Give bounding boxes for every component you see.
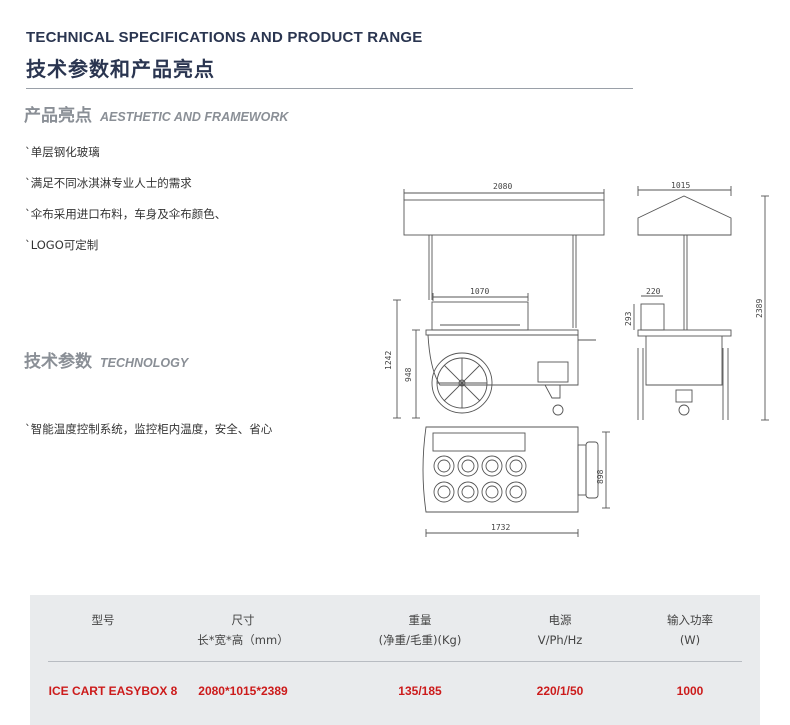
table-divider	[48, 661, 742, 662]
ice-cream-tub	[481, 455, 503, 477]
table-header-size: 尺寸 长*宽*高（mm）	[168, 610, 318, 650]
ice-cream-tub-inner	[461, 459, 475, 473]
feature-item: `LOGO可定制	[25, 238, 99, 252]
ice-cream-tub-inner	[461, 485, 475, 499]
dim-front-body-height: 948	[404, 367, 413, 382]
table-cell-size: 2080*1015*2389	[198, 684, 288, 698]
side-body	[645, 336, 723, 386]
side-counter	[637, 329, 732, 337]
showcase-glass	[431, 301, 529, 331]
ice-cream-tub-inner	[485, 459, 499, 473]
ice-cream-tub	[457, 481, 479, 503]
dim-showcase-width: 1070	[470, 287, 489, 296]
top-body	[422, 426, 579, 513]
dim-top-depth: 898	[596, 469, 605, 484]
feature-item: `智能温度控制系统，监控柜内温度，安全、省心	[25, 422, 273, 436]
page-title-cn: 技术参数和产品亮点	[26, 57, 215, 81]
section-technology-en: TECHNOLOGY	[100, 356, 189, 370]
canopy	[403, 199, 605, 236]
section-technology-cn: 技术参数	[24, 352, 92, 372]
caster-bracket	[544, 384, 561, 399]
ice-cream-tub-inner	[509, 459, 523, 473]
vent-grille	[537, 361, 569, 383]
table-cell-weight: 135/185	[398, 684, 442, 698]
table-header-line: 尺寸	[231, 613, 255, 627]
ice-cream-tub	[505, 455, 527, 477]
ice-cream-tub	[505, 481, 527, 503]
dim-top-length: 1732	[491, 523, 510, 532]
feature-item: `单层钢化玻璃	[25, 145, 100, 159]
table-header-line: 型号	[91, 613, 115, 627]
side-caster-bracket	[675, 389, 693, 403]
table-header-model: 型号	[58, 610, 148, 630]
ice-cream-tubs	[433, 455, 527, 503]
technical-drawings: 2080 1070 1242 948	[384, 181, 769, 537]
table-header-input-power: 输入功率 (W)	[640, 610, 740, 650]
cart-body	[427, 334, 579, 386]
side-view-drawing: 1015 220 293 2389	[624, 181, 769, 421]
counter-top	[425, 329, 579, 336]
dim-total-height: 2389	[755, 299, 764, 318]
section-aesthetic-en: AESTHETIC AND FRAMEWORK	[100, 110, 289, 124]
ice-cream-tub	[481, 481, 503, 503]
wheel-spoke	[443, 364, 481, 402]
side-canopy	[637, 195, 732, 236]
section-aesthetic-heading: 产品亮点 AESTHETIC AND FRAMEWORK	[24, 101, 288, 126]
table-header-line: (净重/毛重)(Kg)	[378, 633, 462, 647]
ice-cream-tub-inner	[509, 485, 523, 499]
table-header-line: 长*宽*高（mm）	[197, 633, 289, 647]
table-header-line: 电源	[548, 613, 572, 627]
top-handle	[585, 441, 599, 499]
table-cell-model: ICE CART EASYBOX 8	[48, 684, 178, 698]
front-view-drawing: 2080 1070 1242 948	[384, 182, 605, 419]
dim-front-total-height: 1242	[384, 351, 393, 370]
table-header-line: V/Ph/Hz	[537, 633, 583, 647]
side-caster-wheel	[678, 404, 690, 416]
dim-front-width: 2080	[493, 182, 512, 191]
table-header-weight: 重量 (净重/毛重)(Kg)	[355, 610, 485, 650]
page-title-en: TECHNICAL SPECIFICATIONS AND PRODUCT RAN…	[26, 29, 423, 46]
ice-cream-tub	[433, 481, 455, 503]
dim-side-width: 1015	[671, 181, 690, 190]
top-view-drawing: 898 1732	[422, 426, 610, 537]
caster-wheel	[552, 404, 564, 416]
table-header-line: 重量	[408, 613, 432, 627]
table-header-line: (W)	[679, 633, 701, 647]
cart-wheel	[431, 352, 493, 414]
table-header-power-supply: 电源 V/Ph/Hz	[505, 610, 615, 650]
ice-cream-tub	[433, 455, 455, 477]
spec-table: 型号 尺寸 长*宽*高（mm） 重量 (净重/毛重)(Kg) 电源 V/Ph/H…	[30, 595, 760, 725]
table-header-line: 输入功率	[667, 613, 713, 627]
top-showcase	[432, 432, 526, 452]
table-cell-input-power: 1000	[676, 684, 704, 698]
dim-side-showcase-width: 220	[646, 287, 661, 296]
ice-cream-tub-inner	[485, 485, 499, 499]
section-aesthetic-cn: 产品亮点	[24, 106, 92, 126]
side-showcase	[640, 303, 665, 331]
ice-cream-tub-inner	[437, 459, 451, 473]
ice-cream-tub-inner	[437, 485, 451, 499]
ice-cream-tub	[457, 455, 479, 477]
feature-item: `伞布采用进口布料，车身及伞布颜色、	[25, 207, 227, 221]
feature-item: `满足不同冰淇淋专业人士的需求	[25, 176, 192, 190]
title-divider	[26, 88, 633, 89]
section-technology-heading: 技术参数 TECHNOLOGY	[24, 347, 188, 372]
table-cell-power-supply: 220/1/50	[536, 684, 584, 698]
dim-side-showcase-height: 293	[624, 311, 633, 326]
top-handle-mount	[577, 444, 587, 496]
